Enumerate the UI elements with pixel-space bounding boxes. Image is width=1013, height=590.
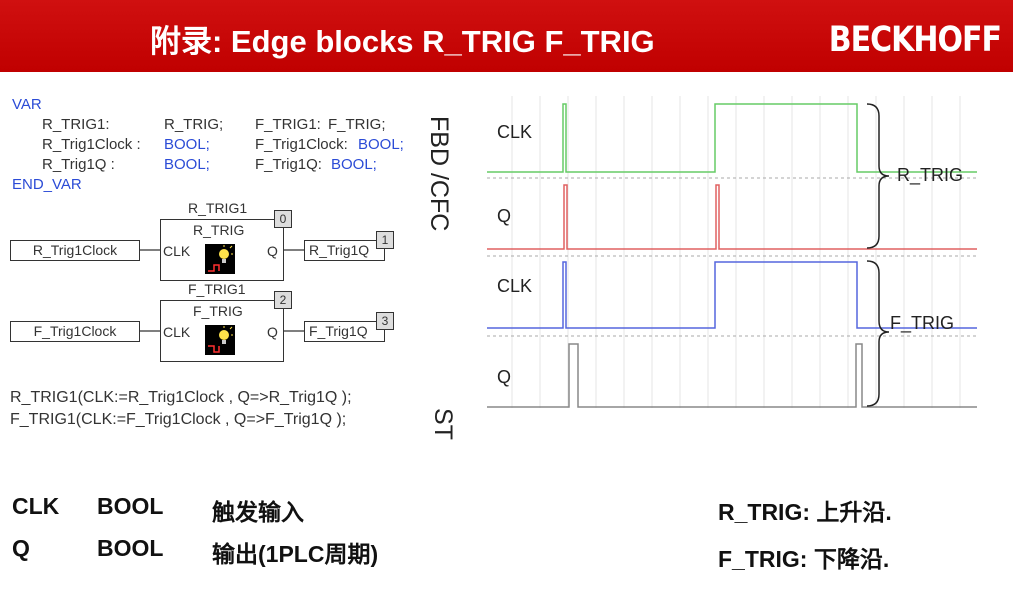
bulb-icon <box>205 325 235 355</box>
io-type: BOOL <box>97 535 164 561</box>
group-label-r-trig: R_TRIG <box>897 165 964 185</box>
io-name: Q <box>12 535 30 561</box>
q-waveform <box>487 184 977 250</box>
clk-pin: CLK <box>163 243 191 259</box>
q-pin: Q <box>267 243 278 259</box>
timing-diagram <box>487 96 977 408</box>
signal-label: Q <box>497 367 512 387</box>
beckhoff-logo: BECKHOFF <box>828 20 1002 61</box>
var-name: R_TRIG1: <box>42 116 110 133</box>
io-type: BOOL <box>97 493 164 519</box>
input-variable: R_Trig1Clock <box>10 240 140 261</box>
var-type: R_TRIG; <box>164 116 224 133</box>
output-variable: R_Trig1Q <box>304 240 385 261</box>
block-type-name: F_TRIG <box>193 303 243 319</box>
group-label-f-trig: F_TRIG <box>890 313 955 333</box>
function-block: R_TRIG CLK Q <box>160 219 284 281</box>
io-name: CLK <box>12 493 60 519</box>
end-var-keyword: END_VAR <box>12 176 82 193</box>
fbd-wires <box>140 249 304 332</box>
block-number-badge: 0 <box>274 210 292 228</box>
var-name: F_Trig1Q: <box>255 156 322 173</box>
input-variable: F_Trig1Clock <box>10 321 140 342</box>
output-number-badge: 3 <box>376 312 394 330</box>
st-label: ST <box>429 408 457 440</box>
var-name: R_Trig1Q : <box>42 156 115 173</box>
group-brace <box>866 103 890 249</box>
fbd-cfc-label: FBD /CFC <box>425 116 453 232</box>
io-desc: 输出(1PLC周期) <box>212 541 379 567</box>
output-number-badge: 1 <box>376 231 394 249</box>
group-brace <box>866 260 890 407</box>
var-name: R_Trig1Clock : <box>42 136 141 153</box>
block-type-name: R_TRIG <box>193 222 245 238</box>
bulb-icon <box>205 244 235 274</box>
var-type: BOOL; <box>164 136 210 153</box>
st-code-line: R_TRIG1(CLK:=R_Trig1Clock , Q=>R_Trig1Q … <box>10 389 352 406</box>
clk-waveform <box>487 103 977 173</box>
var-type: BOOL; <box>358 136 404 153</box>
signal-label: CLK <box>497 122 533 142</box>
header-bar: 附录: Edge blocks R_TRIG F_TRIG BECKHOFF <box>0 0 1013 72</box>
summary-r-trig: R_TRIG: 上升沿. <box>718 499 892 525</box>
q-waveform <box>487 343 977 408</box>
signal-label: Q <box>497 206 512 226</box>
var-type: BOOL; <box>331 156 377 173</box>
clk-waveform <box>487 261 977 329</box>
st-code-line: F_TRIG1(CLK:=F_Trig1Clock , Q=>F_Trig1Q … <box>10 411 347 428</box>
block-instance-name: R_TRIG1 <box>188 200 248 216</box>
block-instance-name: F_TRIG1 <box>188 281 246 297</box>
var-name: F_Trig1Clock: <box>255 136 348 153</box>
var-type: BOOL; <box>164 156 210 173</box>
function-block: F_TRIG CLK Q <box>160 300 284 362</box>
var-type: F_TRIG; <box>328 116 386 133</box>
signal-label: CLK <box>497 276 533 296</box>
io-desc: 触发输入 <box>212 499 304 525</box>
output-variable: F_Trig1Q <box>304 321 385 342</box>
page-title: 附录: Edge blocks R_TRIG F_TRIG <box>150 24 655 59</box>
q-pin: Q <box>267 324 278 340</box>
var-name: F_TRIG1: <box>255 116 321 133</box>
block-number-badge: 2 <box>274 291 292 309</box>
clk-pin: CLK <box>163 324 191 340</box>
summary-f-trig: F_TRIG: 下降沿. <box>718 546 890 572</box>
var-keyword: VAR <box>12 96 42 113</box>
